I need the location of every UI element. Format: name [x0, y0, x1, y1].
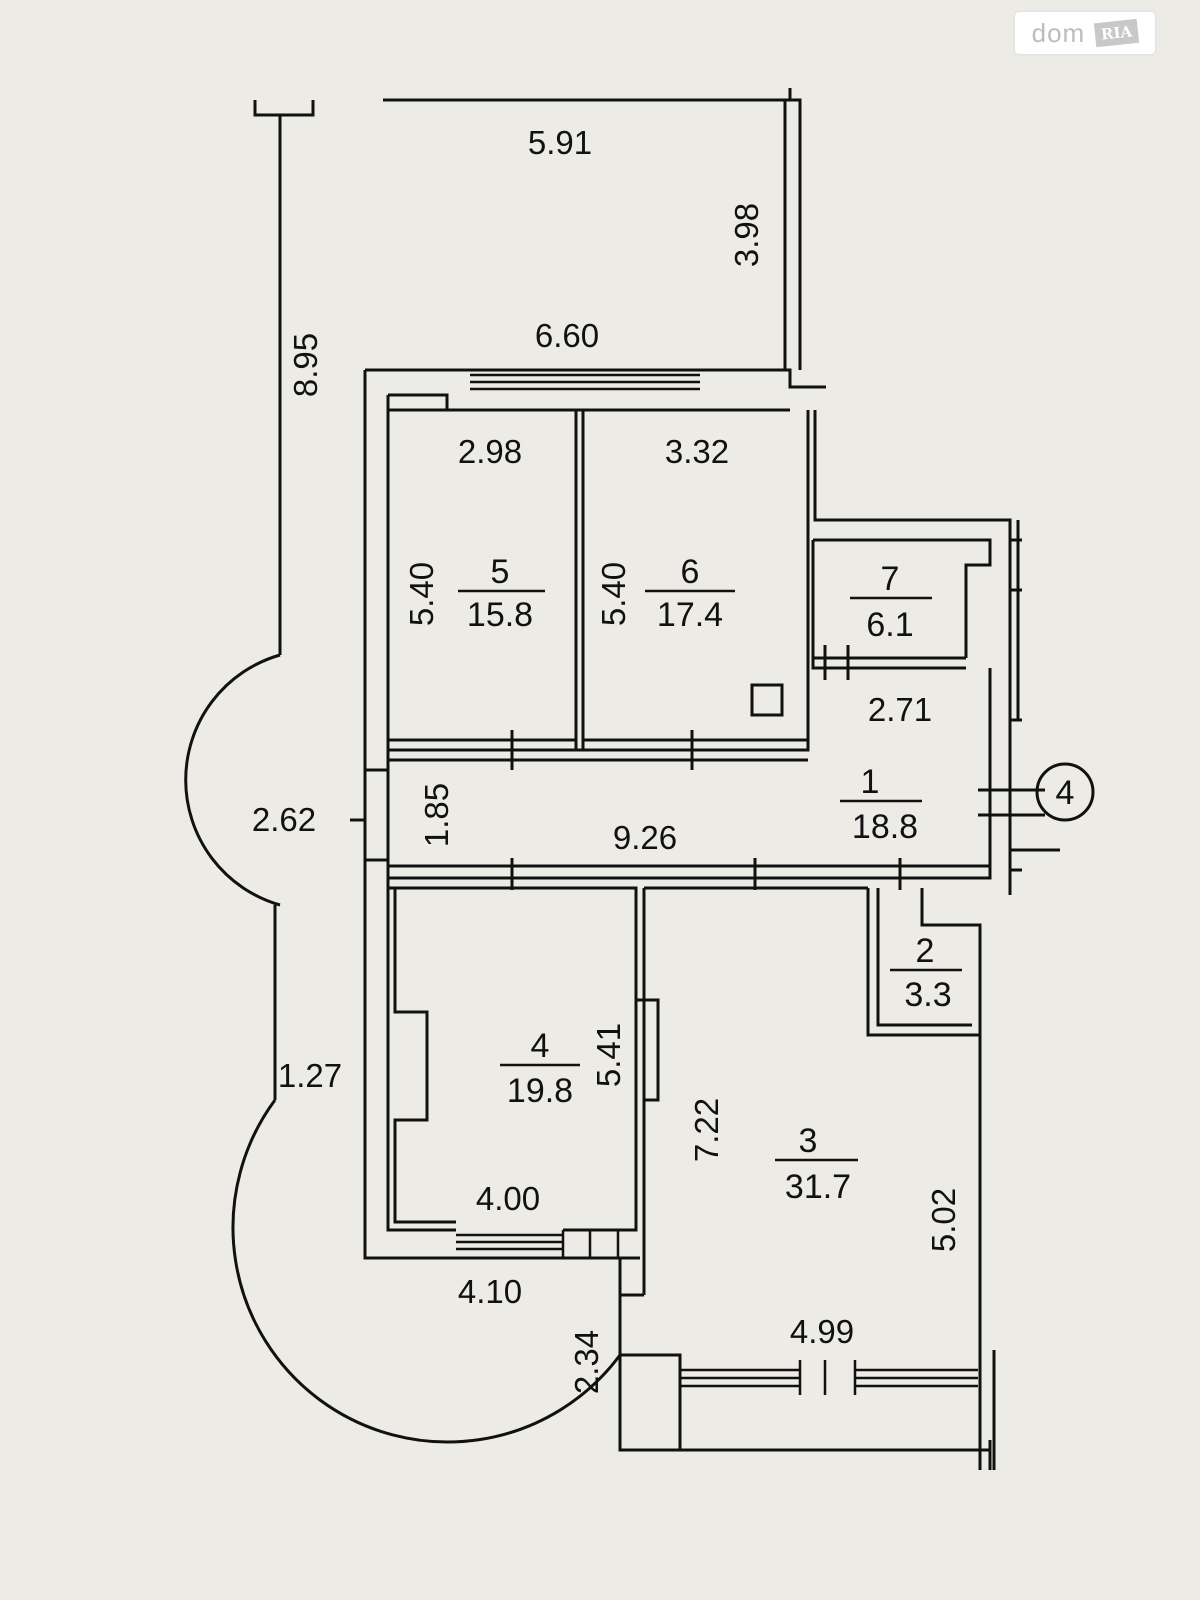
- room-3-area: 31.7: [785, 1168, 851, 1206]
- room-7-area: 6.1: [866, 606, 913, 644]
- room-2-number: 2: [916, 932, 935, 970]
- room-7-number: 7: [881, 560, 900, 598]
- entrance-marker-circle: [1035, 762, 1095, 822]
- room-6: 3.32 5.40 6 17.4: [595, 433, 735, 634]
- dim-balcony-width: 5.91: [528, 124, 592, 161]
- dim-bay-offset: 2.62: [252, 801, 316, 838]
- walls: [363, 88, 1022, 1470]
- room-3-number: 3: [799, 1122, 818, 1160]
- room-4-width: 4.00: [476, 1180, 540, 1217]
- windows: [456, 373, 978, 1395]
- room-4-length: 5.41: [590, 1023, 627, 1087]
- room-1-side: 2.71: [868, 691, 932, 728]
- doors: [510, 645, 1060, 890]
- room-3-right: 5.02: [925, 1188, 962, 1252]
- room-7: 7 6.1: [850, 560, 932, 644]
- room-2: 2 3.3: [890, 932, 962, 1014]
- dim-bay-lower: 1.27: [278, 1057, 342, 1094]
- vent-shaft-icon: [750, 683, 784, 717]
- room-5-length: 5.40: [403, 562, 440, 626]
- room-3: 7.22 3 31.7 5.02 4.99: [688, 1098, 962, 1350]
- room-5-area: 15.8: [467, 596, 533, 634]
- room-1-number: 1: [861, 763, 880, 801]
- room-3-length: 7.22: [688, 1098, 725, 1162]
- bay-outline: [184, 100, 622, 1444]
- room-4: 5.41 4 19.8 4.00: [476, 1023, 627, 1217]
- room-1-length: 9.26: [613, 819, 677, 856]
- room-6-length: 5.40: [595, 562, 632, 626]
- room-6-number: 6: [681, 553, 700, 591]
- room-4-area: 19.8: [507, 1072, 573, 1110]
- entrance-marker-label: 4: [1056, 774, 1075, 812]
- dim-balcony-depth: 3.98: [728, 203, 765, 267]
- watermark-brand: dom: [1031, 17, 1086, 48]
- room-4-number: 4: [531, 1027, 550, 1065]
- room-5-number: 5: [491, 553, 510, 591]
- room-5-width: 2.98: [458, 433, 522, 470]
- watermark-logo: dom RIA: [1015, 12, 1155, 54]
- room-1: 2.71 1.85 9.26 1 18.8: [418, 691, 932, 856]
- room-5: 2.98 5.40 5 15.8: [403, 433, 545, 634]
- dim-left-height: 8.95: [287, 333, 324, 397]
- room-6-width: 3.32: [665, 433, 729, 470]
- room-1-area: 18.8: [852, 808, 918, 846]
- dim-bottom-step: 2.34: [568, 1330, 605, 1394]
- room-1-width: 1.85: [418, 783, 455, 847]
- room-6-area: 17.4: [657, 596, 723, 634]
- dim-top-width: 6.60: [535, 317, 599, 354]
- room-3-width: 4.99: [790, 1313, 854, 1350]
- room-2-area: 3.3: [904, 976, 951, 1014]
- dim-bottom-left: 4.10: [458, 1273, 522, 1310]
